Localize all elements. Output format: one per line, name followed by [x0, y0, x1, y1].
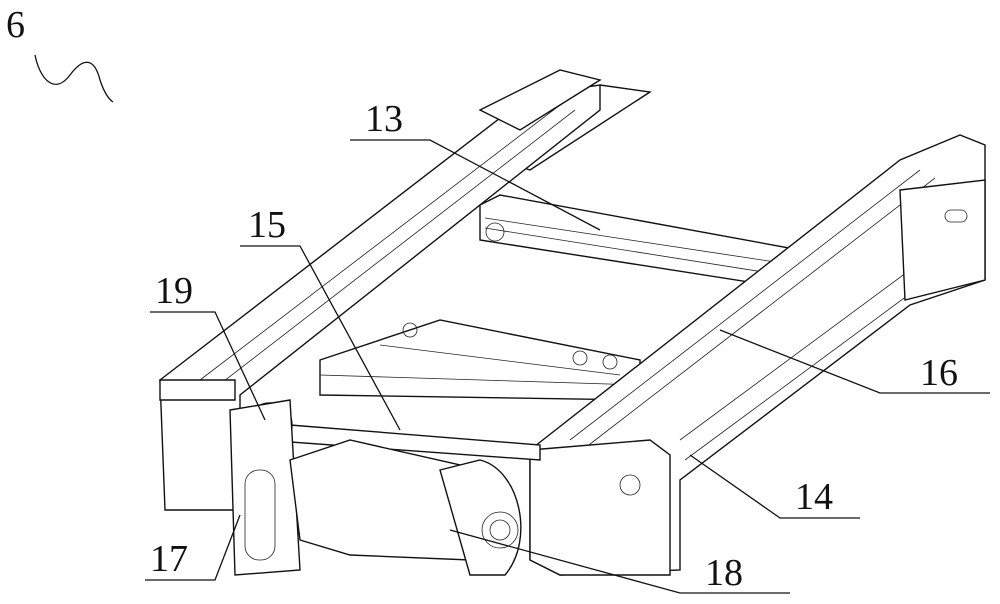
leader-6 — [34, 54, 114, 103]
front-cross-beam — [319, 319, 641, 401]
label-6: 6 — [6, 4, 25, 46]
label-16: 16 — [920, 352, 958, 394]
motor — [289, 439, 522, 576]
leader-lines — [145, 139, 990, 594]
left-rail — [159, 69, 602, 511]
label-14: 14 — [795, 476, 833, 518]
label-17: 17 — [150, 538, 188, 580]
cross-beam — [479, 194, 801, 291]
chain-housing — [229, 399, 301, 576]
label-15: 15 — [248, 204, 286, 246]
label-18: 18 — [705, 552, 743, 594]
label-19: 19 — [155, 270, 193, 312]
label-13: 13 — [365, 98, 403, 140]
right-rail — [529, 134, 986, 576]
